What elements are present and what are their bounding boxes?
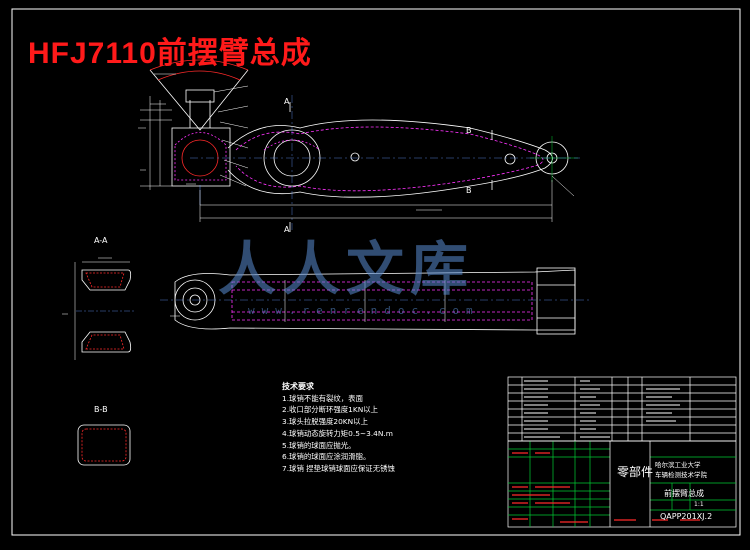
section-aa — [74, 261, 136, 360]
note-item: 5.球销的球面应抛光。 — [282, 440, 356, 450]
section-bb-label: B-B — [94, 405, 108, 414]
notes-heading: 技术要求 — [282, 382, 314, 391]
section-b-marker-bottom: B — [466, 186, 472, 195]
watermark-url: www.renrendoc.com — [248, 304, 480, 317]
ball-joint-view — [140, 59, 249, 205]
dimension-marks — [62, 73, 442, 317]
note-item: 6.球销的球面应涂润滑脂。 — [282, 452, 371, 462]
part-type-label: 零部件 — [617, 465, 654, 479]
school-name: 哈尔滨工业大学 — [655, 461, 701, 469]
section-bb — [77, 424, 131, 466]
note-item: 4.球销动态旋转力矩0.5~3.4N.m — [282, 428, 393, 438]
section-a-marker-top: A — [284, 97, 290, 106]
note-item: 1.球销不能有裂纹，表面 — [282, 393, 363, 403]
arm-side-view — [160, 267, 590, 335]
arm-top-view — [190, 95, 580, 232]
section-aa-label: A-A — [94, 236, 108, 245]
note-item: 3.球头拉脱强度20KN以上 — [282, 417, 368, 427]
scale-value: 1:1 — [694, 501, 704, 508]
watermark-logo: 人人文库 — [218, 235, 475, 303]
drawing-frame — [11, 8, 741, 536]
part-name: 前摆臂总成 — [664, 489, 704, 498]
section-a-marker-bottom: A — [284, 225, 290, 234]
note-item: 7.球销 捏垫球销球面应保证无锈蚀 — [282, 463, 395, 473]
technical-requirements: 技术要求 1.球销不能有裂纹，表面 2.收口部分断环强度1KN以上 3.球头拉脱… — [282, 381, 507, 475]
section-b-marker-top: B — [466, 126, 472, 135]
drawing-title: HFJ7110前摆臂总成 — [28, 37, 312, 70]
school-name-2: 车辆检测技术学院 — [655, 471, 707, 479]
note-item: 2.收口部分断环强度1KN以上 — [282, 405, 379, 415]
title-block — [507, 376, 737, 528]
drawing-number: QAPP201XJ.2 — [660, 512, 713, 521]
